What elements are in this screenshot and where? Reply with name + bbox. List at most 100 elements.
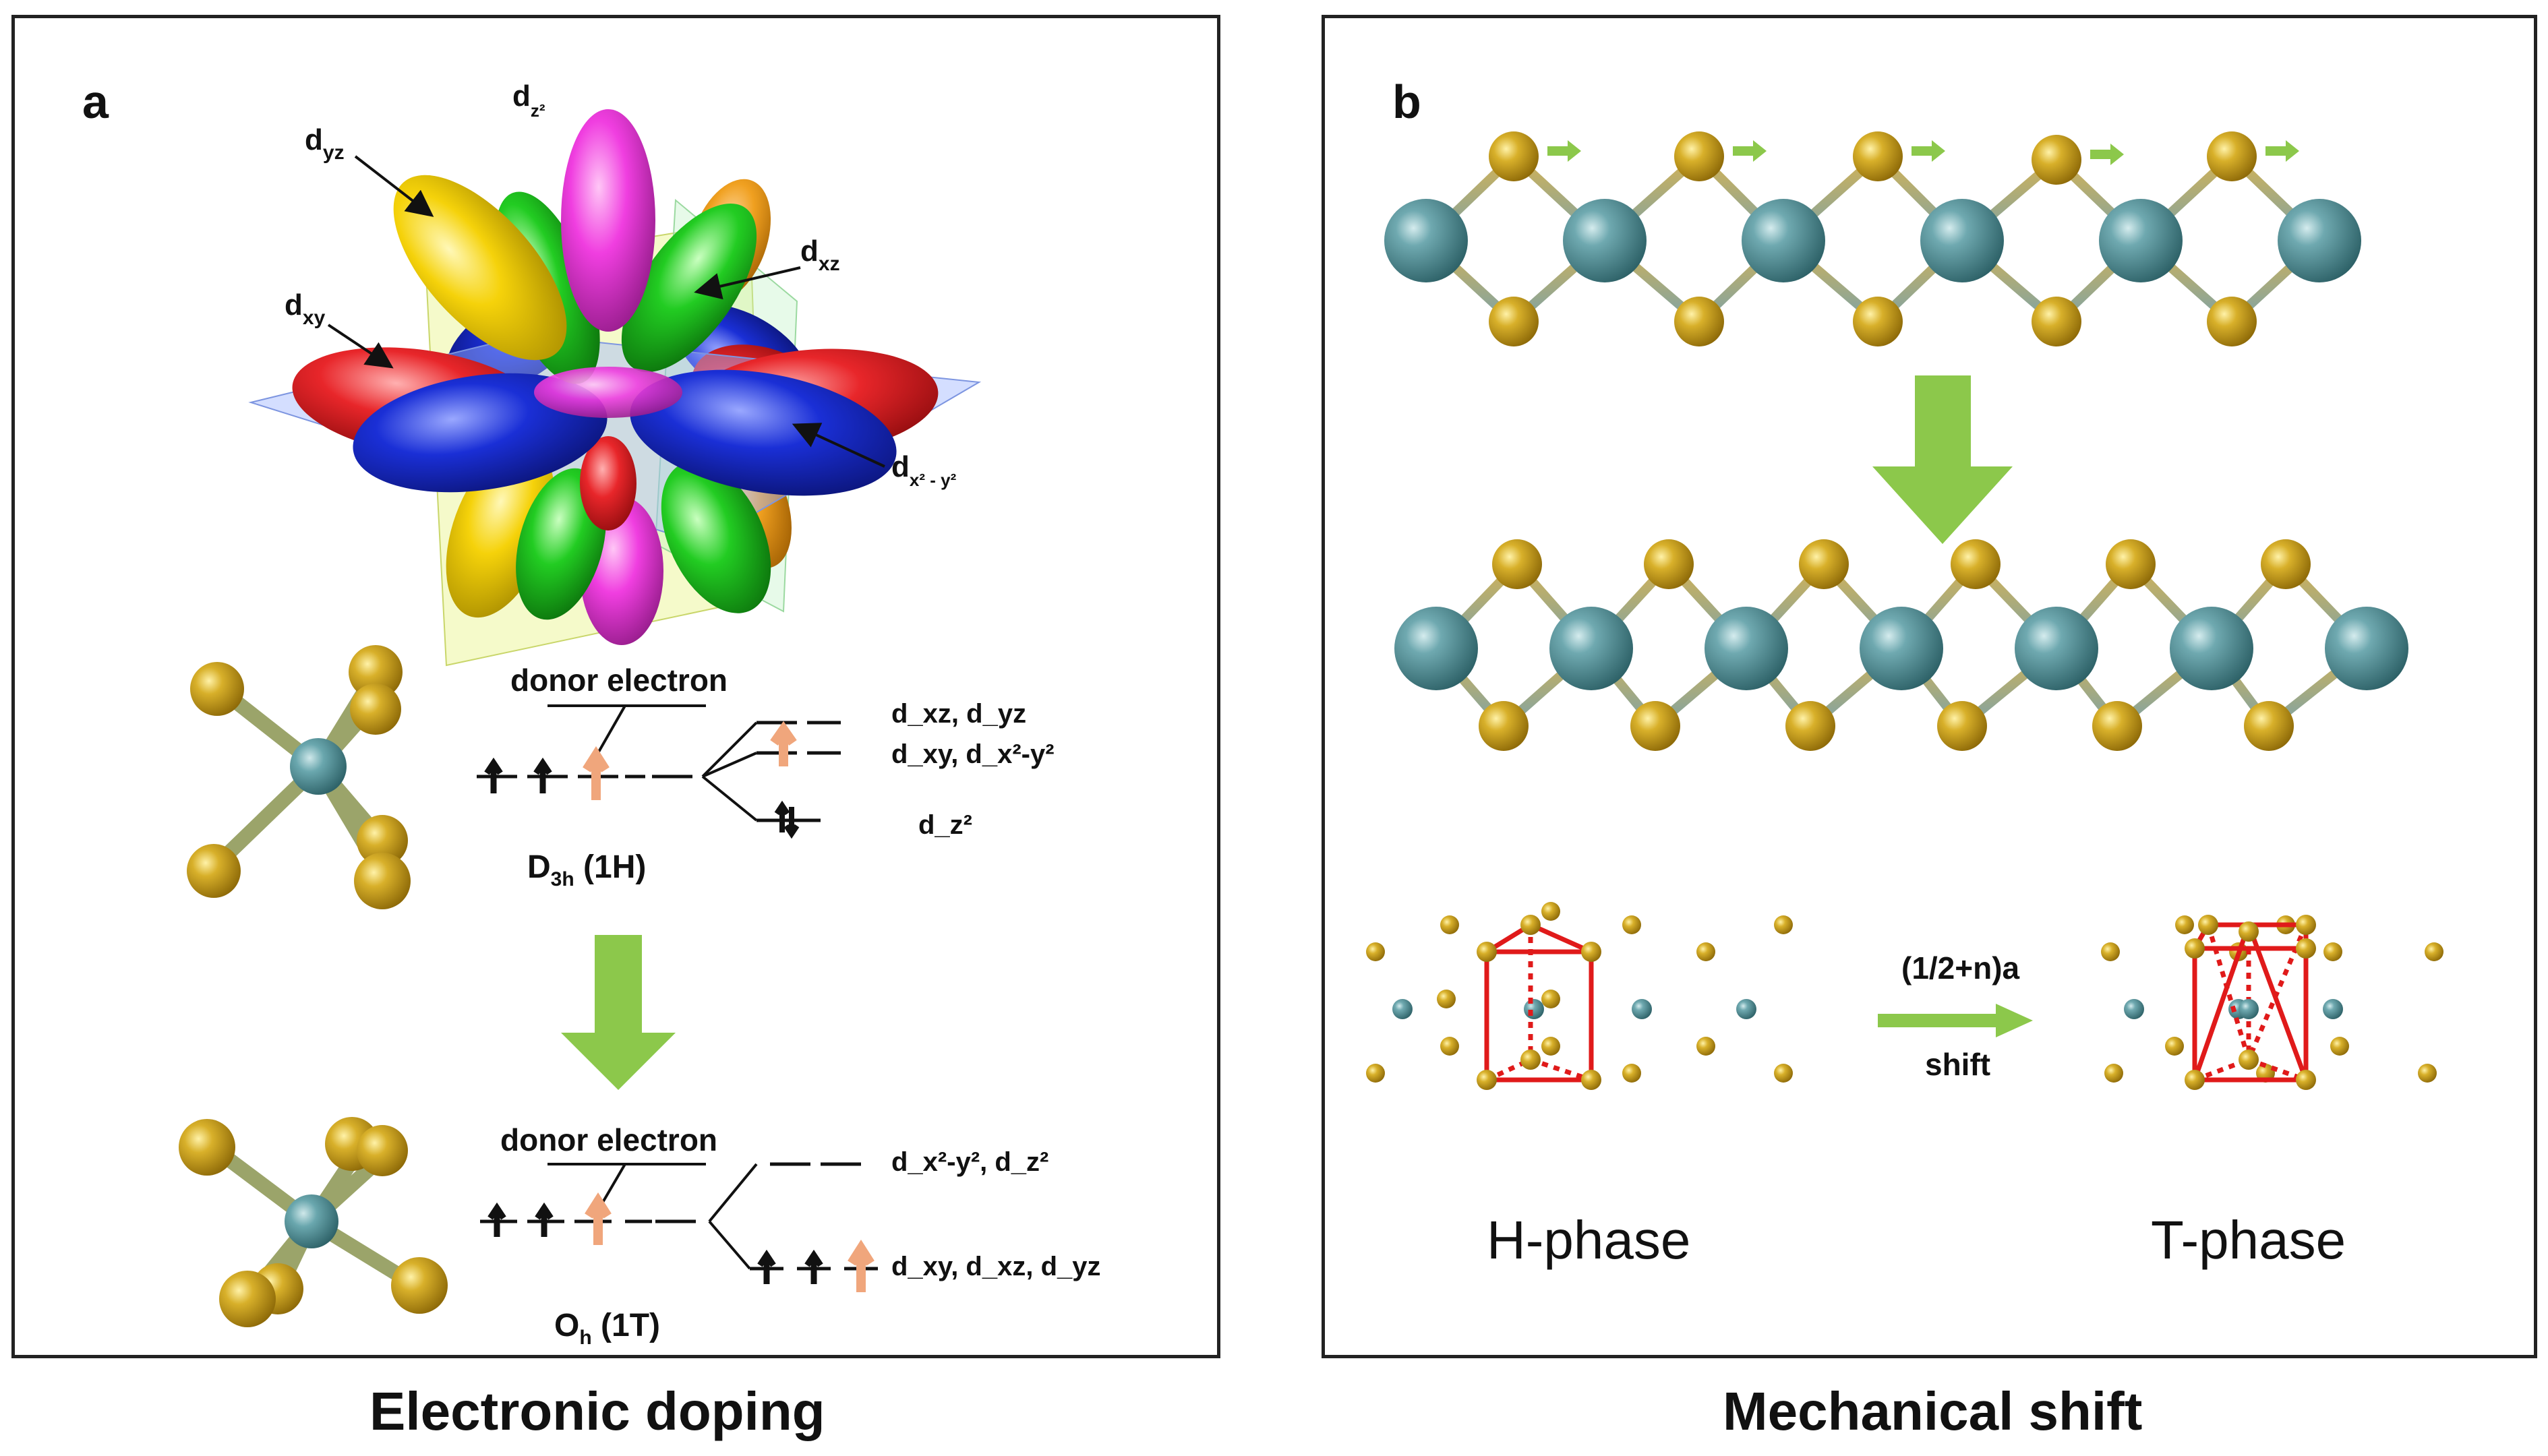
metal-atom — [1920, 199, 2004, 282]
dxy-pointer — [327, 324, 394, 369]
d3h-level-top: d_xz, d_yz — [891, 699, 1026, 729]
oh-structure — [179, 1117, 448, 1327]
metal-atom — [2278, 199, 2361, 282]
metal-atom — [1563, 199, 1647, 282]
cell-edge — [1529, 1057, 1593, 1083]
chalcogen-atom — [1853, 131, 1903, 181]
chalcogen-atom — [1622, 1064, 1641, 1083]
chalcogen-atom — [1581, 942, 1601, 962]
chalcogen-atom — [1489, 297, 1539, 346]
metal-atom — [1524, 999, 1544, 1019]
chalcogen-atom — [1674, 297, 1724, 346]
caption-mechanical-shift: Mechanical shift — [1723, 1381, 2143, 1441]
metal-atom — [1392, 999, 1413, 1019]
dx2y2-pointer — [792, 423, 885, 468]
chalcogen-atom — [1541, 990, 1560, 1008]
chalcogen-atom — [2296, 938, 2316, 959]
label-dyz: dyz — [305, 123, 345, 164]
dz2-ring — [534, 367, 682, 418]
chalcogen-atom — [2092, 701, 2142, 751]
cell-edge — [2246, 923, 2309, 1081]
chalcogen-atom — [1630, 701, 1680, 751]
chalcogen-atom — [1937, 701, 1987, 751]
chalcogen-atom — [1853, 297, 1903, 346]
dxz-lobe — [621, 203, 757, 373]
metal-atom — [1632, 999, 1652, 1019]
label-dz2: dz² — [512, 80, 545, 121]
chalcogen-atom — [1622, 915, 1641, 934]
chalcogen-atom — [2207, 297, 2257, 346]
chalcogen-atom — [1477, 942, 1497, 962]
chalcogen-atom — [2239, 921, 2259, 942]
oh-level-bottom: d_xy, d_xz, d_yz — [891, 1252, 1101, 1281]
donor-electron-up — [770, 721, 797, 766]
chalcogen-atom — [2198, 915, 2218, 935]
chalcogen-atom — [2323, 942, 2342, 961]
d3h-energy-diagram: donor electron d_xz, d_yz d_xy, d_x²-y² … — [477, 663, 1055, 890]
d3h-donor-label: donor electron — [510, 663, 728, 698]
dz2-lobe — [561, 109, 655, 332]
metal-atom — [1549, 607, 1633, 690]
panel-b-graphic: b (1/2+n)a shift H-phase T-phase — [1366, 75, 2443, 1270]
chalcogen-atom — [2175, 915, 2194, 934]
chalcogen-atom — [1774, 915, 1793, 934]
d3h-structure — [187, 645, 411, 909]
metal-atom — [2015, 607, 2098, 690]
chalcogen-atom — [2244, 701, 2294, 751]
metal-atom — [1705, 607, 1788, 690]
chalcogen-atom — [2032, 135, 2081, 185]
donor-electron-up — [585, 1192, 612, 1245]
oh-energy-diagram: donor electron d_x²-y², d_z² d_xy, d_xz,… — [480, 1122, 1101, 1349]
chalcogen-atom — [1520, 915, 1541, 935]
dxz-pointer — [694, 266, 801, 300]
chalcogen-atom — [1492, 539, 1542, 589]
shift-direction-arrow — [2090, 144, 2124, 165]
oh-level-top: d_x²-y², d_z² — [891, 1147, 1048, 1177]
chalcogen-atom — [2207, 131, 2257, 181]
panel-b-mechanical-shift: b (1/2+n)a shift H-phase T-phase — [1322, 15, 2537, 1358]
chalcogen-atom — [1477, 1070, 1497, 1090]
chalcogen-atom — [2104, 1064, 2123, 1083]
chalcogen-atom — [1774, 1064, 1793, 1083]
metal-atom — [2325, 607, 2408, 690]
chalcogen-atom — [1440, 1037, 1459, 1056]
shift-direction-arrow — [1733, 140, 1767, 162]
metal-atom — [2323, 999, 2343, 1019]
chalcogen-atom — [2261, 539, 2311, 589]
chalcogen-atom — [1696, 942, 1715, 961]
chalcogen-atom — [2425, 942, 2443, 961]
metal-atom — [2099, 199, 2183, 282]
metal-atom — [290, 738, 347, 795]
chalcogen-atom — [2165, 1037, 2184, 1056]
t-phase-label: T-phase — [2151, 1210, 2346, 1270]
chalcogen-atom — [1366, 1064, 1385, 1083]
panel-a-graphic: a dz² dyz — [82, 75, 1101, 1349]
d3h-level-bottom: d_z² — [918, 810, 972, 840]
h-phase-label: H-phase — [1487, 1210, 1690, 1270]
d-orbitals-illustration — [248, 109, 982, 667]
metal-atom — [2170, 607, 2253, 690]
chalcogen-atom — [1479, 701, 1529, 751]
chalcogen-atom — [1799, 539, 1849, 589]
chalcogen-atom — [1644, 539, 1694, 589]
chalcogen-atom — [2101, 942, 2120, 961]
shift-arrow-head — [1996, 1004, 2033, 1037]
shift-direction-arrow — [2265, 140, 2299, 162]
metal-atom — [2124, 999, 2144, 1019]
donor-electron-up — [583, 746, 610, 800]
chalcogen-atom — [2185, 938, 2205, 959]
shift-direction-arrow — [1912, 140, 1945, 162]
metal-atom — [1384, 199, 1468, 282]
chalcogen-atom — [2239, 1050, 2259, 1070]
chalcogen-atom — [1696, 1037, 1715, 1056]
d3h-symmetry-label: D3h (1H) — [527, 849, 646, 890]
metal-atom — [1860, 607, 1943, 690]
chalcogen-atom — [2330, 1037, 2349, 1056]
metal-atom — [2239, 999, 2259, 1019]
shift-direction-arrow — [1547, 140, 1581, 162]
chalcogen-atom — [2418, 1064, 2437, 1083]
dz2-torus-lobe — [580, 436, 636, 530]
chalcogen-atom — [2185, 1070, 2205, 1090]
down-arrow-a — [561, 935, 676, 1090]
chalcogen-atom — [1951, 539, 2001, 589]
